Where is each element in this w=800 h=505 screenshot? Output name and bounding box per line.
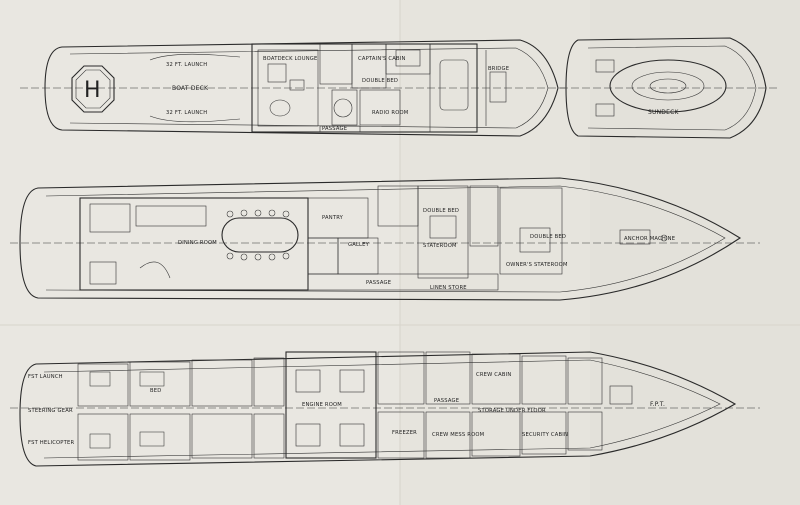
- label-storage: STORAGE UNDER FLOOR: [478, 408, 546, 414]
- label-pantry: PANTRY: [322, 215, 344, 221]
- lower-deck-labels: FST LAUNCH FST HELICOPTER STEERING GEAR …: [28, 372, 665, 446]
- label-passage-md: PASSAGE: [366, 280, 391, 286]
- label-engine-room: ENGINE ROOM: [302, 402, 342, 408]
- main-deck-labels: DINING ROOM PANTRY GALLEY STATEROOM OWNE…: [178, 208, 675, 291]
- lower-deck-plan: [10, 351, 760, 467]
- label-stateroom: STATEROOM: [423, 243, 457, 249]
- label-launch-bottom: 32 FT. LAUNCH: [166, 110, 207, 116]
- label-owners-stateroom: OWNER'S STATEROOM: [506, 262, 568, 268]
- label-crew-mess: CREW MESS ROOM: [432, 432, 484, 438]
- label-double-bed-md-b: DOUBLE BED: [530, 234, 566, 240]
- label-linen-store: LINEN STORE: [430, 285, 467, 291]
- label-radio-room: RADIO ROOM: [372, 110, 408, 116]
- label-dining-room: DINING ROOM: [178, 240, 217, 246]
- label-anchor-machine: ANCHOR MACHINE: [624, 236, 675, 242]
- label-security-cabin: SECURITY CABIN: [522, 432, 568, 438]
- label-galley: GALLEY: [348, 242, 370, 248]
- label-freezer: FREEZER: [392, 430, 417, 436]
- label-launch-top: 32 FT. LAUNCH: [166, 62, 207, 68]
- label-bed: BED: [150, 388, 161, 394]
- label-captains-cabin: CAPTAIN'S CABIN: [358, 56, 406, 62]
- label-fst-launch: FST LAUNCH: [28, 374, 63, 380]
- label-passage-bd: PASSAGE: [322, 126, 347, 132]
- label-passage-ld: PASSAGE: [434, 398, 459, 404]
- label-sundeck: SUNDECK: [648, 109, 679, 116]
- label-crew-cabin: CREW CABIN: [476, 372, 511, 378]
- label-fst-helicopter: FST HELICOPTER: [28, 440, 74, 446]
- label-bridge: BRIDGE: [488, 66, 509, 72]
- sundeck-plan: [560, 37, 780, 139]
- boat-deck-plan: H: [20, 39, 565, 137]
- boat-deck-labels: BOAT DECK BOATDECK LOUNGE CAPTAIN'S CABI…: [166, 56, 509, 132]
- main-deck-plan: [10, 177, 760, 301]
- label-boatdeck-lounge: BOATDECK LOUNGE: [263, 56, 317, 62]
- label-fpt: F.P.T.: [650, 401, 665, 408]
- label-boat-deck: BOAT DECK: [172, 85, 209, 92]
- label-double-bed-md-a: DOUBLE BED: [423, 208, 459, 214]
- label-double-bed-bd: DOUBLE BED: [362, 78, 398, 84]
- label-steering-gear: STEERING GEAR: [28, 408, 73, 414]
- helipad-h: H: [84, 78, 101, 103]
